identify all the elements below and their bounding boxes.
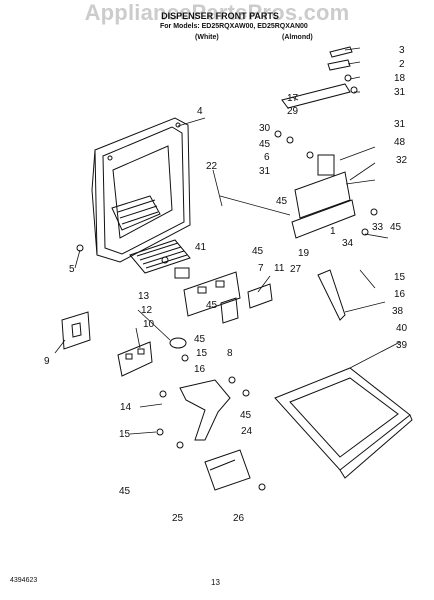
callout-7: 7 [258,263,264,274]
callout-45-f: 45 [194,334,206,345]
callout-38: 38 [392,306,404,317]
callout-31-mid: 31 [394,119,406,130]
callout-15-a: 15 [394,272,406,283]
callout-15-b: 15 [196,348,208,359]
part-top-bars [281,46,353,109]
callout-45-d: 45 [252,246,264,257]
part-solenoid [291,154,356,239]
callout-45-c: 45 [390,222,402,233]
callout-41: 41 [195,242,207,253]
page-number: 13 [211,578,220,587]
callout-17: 17 [287,93,299,104]
part-dispenser-housing [91,117,191,263]
callout-40: 40 [396,323,408,334]
callout-45-h: 45 [119,486,131,497]
part-drip-tray [129,239,191,274]
callout-8: 8 [227,348,233,359]
callout-18: 18 [394,73,406,84]
callout-16-b: 16 [194,364,206,375]
part-actuator [204,449,251,491]
callout-4: 4 [197,106,203,117]
callout-13: 13 [138,291,150,302]
callout-15-c: 15 [119,429,131,440]
callout-12: 12 [141,305,153,316]
part-label [174,267,190,279]
leader-lines [54,47,401,435]
callout-3: 3 [399,45,405,56]
callout-31-top: 31 [394,87,406,98]
callout-33: 33 [372,222,384,233]
callout-32: 32 [396,155,408,166]
callout-30: 30 [259,123,271,134]
part-27 [247,283,273,309]
callout-31-low: 31 [259,166,271,177]
callout-34: 34 [342,238,354,249]
callout-45-g: 45 [240,410,252,421]
callout-11: 11 [274,263,285,274]
callout-26: 26 [233,513,245,524]
callout-10: 10 [143,319,155,330]
part-lever-arm [179,379,231,441]
callout-16-a: 16 [394,289,406,300]
callout-1: 1 [330,226,336,237]
callout-29: 29 [287,106,299,117]
variant-almond: (Almond) [282,34,313,41]
part-control-board [183,271,241,324]
callout-45-e: 45 [206,300,218,311]
callout-14: 14 [120,402,132,413]
callout-45-a: 45 [259,139,271,150]
callout-19: 19 [298,248,310,259]
callout-22: 22 [206,161,218,172]
part-switch-bracket [117,341,153,377]
callout-2: 2 [399,59,405,70]
callout-48: 48 [394,137,406,148]
callout-45-b: 45 [276,196,288,207]
callout-39: 39 [396,340,408,351]
part-coil [169,337,187,349]
part-door-panel [274,367,413,479]
callout-25: 25 [172,513,184,524]
variant-white: (White) [195,34,219,41]
document-number: 4394623 [10,577,38,584]
part-arm [317,269,346,321]
part-actuator-pad [61,311,91,350]
diagram-title: DISPENSER FRONT PARTS [161,11,279,21]
callout-9: 9 [44,356,50,367]
watermark: AppliancePartsPros.com [84,0,350,25]
callout-5: 5 [69,264,75,275]
callout-27: 27 [290,264,302,275]
screws [76,74,378,491]
model-numbers: For Models: ED25RQXAW00, ED25RQXAN00 [160,23,308,30]
callout-24: 24 [241,426,253,437]
callout-6: 6 [264,152,270,163]
